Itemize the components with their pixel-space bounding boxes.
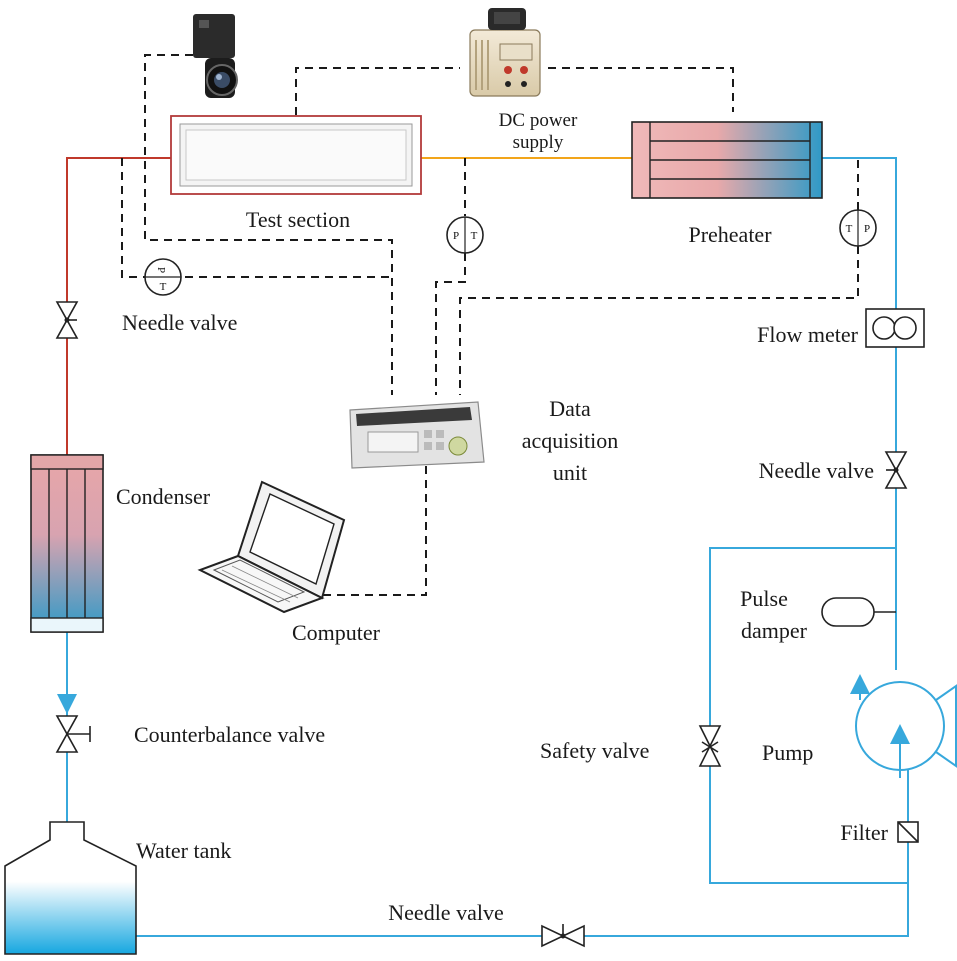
signal-camera-to-daq [144, 54, 393, 395]
pump [850, 674, 957, 778]
safety-valve [698, 725, 722, 767]
condenser-label: Condenser [116, 484, 211, 509]
svg-text:T: T [160, 281, 167, 293]
needle-valve-right-label: Needle valve [759, 458, 874, 483]
svg-text:T: T [471, 230, 478, 242]
needle-valve-bottom [541, 924, 585, 948]
pulse-damper-label-line2: damper [741, 618, 808, 643]
cold-line-right-riser [822, 157, 897, 670]
svg-text:P: P [453, 230, 459, 242]
pt-sensor-right: T P [839, 209, 877, 247]
needle-valve-left-label: Needle valve [122, 310, 237, 335]
filter-label: Filter [840, 820, 888, 845]
svg-text:T: T [846, 223, 853, 235]
pulse-damper-label-line1: Pulse [740, 586, 788, 611]
preheater [631, 121, 823, 199]
test-section [170, 115, 422, 195]
data-logger-icon [349, 401, 485, 469]
water-tank [4, 821, 137, 955]
flow-meter [865, 308, 925, 348]
counterbalance-valve [55, 715, 91, 753]
preheater-label: Preheater [688, 222, 772, 247]
pump-label: Pump [762, 740, 813, 765]
signal-pt3-to-daq [459, 246, 859, 395]
hot-line-to-condenser [66, 157, 171, 455]
water-tank-label: Water tank [136, 838, 231, 863]
daq-label-line3: unit [553, 460, 587, 485]
dc-power-label-line1: DC power [499, 110, 578, 131]
daq-label-line2: acquisition [522, 428, 619, 453]
needle-valve-bottom-label: Needle valve [388, 900, 503, 925]
pulse-damper [821, 597, 896, 627]
filter [897, 821, 919, 843]
signal-power-to-preheater [548, 67, 734, 112]
needle-valve-left [55, 301, 79, 339]
condenser [30, 454, 104, 633]
dc-power-label-line2: supply [513, 132, 564, 153]
svg-text:P: P [864, 223, 870, 235]
signal-test-to-power [295, 67, 460, 115]
counterbalance-valve-label: Counterbalance valve [134, 722, 325, 747]
power-supply-icon [469, 8, 541, 97]
svg-text:P: P [155, 267, 167, 273]
signal-left-pressure [121, 158, 390, 278]
test-section-label: Test section [246, 207, 350, 232]
daq-label-line1: Data [549, 396, 591, 421]
laptop-icon [197, 480, 346, 614]
computer-label: Computer [292, 620, 381, 645]
signal-daq-to-computer [322, 466, 427, 596]
camera-icon [193, 14, 238, 98]
pt-sensor-left: P T [144, 258, 182, 296]
signal-pt2-to-daq [435, 253, 466, 395]
flow-meter-label: Flow meter [757, 322, 858, 347]
pt-sensor-middle: P T [446, 216, 484, 254]
cold-line-bottom [136, 842, 909, 937]
safety-valve-label: Safety valve [540, 738, 649, 763]
needle-valve-right [884, 451, 908, 489]
